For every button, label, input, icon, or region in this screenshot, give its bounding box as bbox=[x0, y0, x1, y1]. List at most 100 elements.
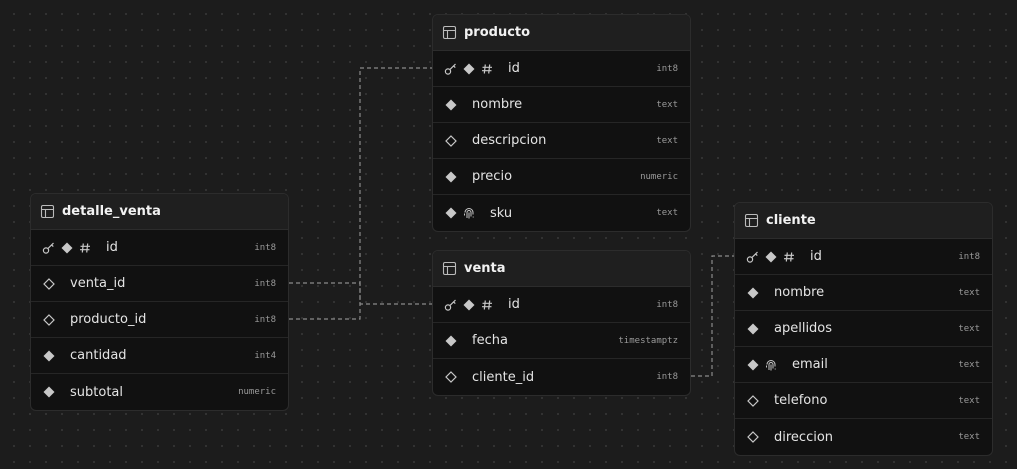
table-header[interactable]: venta bbox=[433, 251, 690, 287]
column-name: nombre bbox=[774, 285, 825, 300]
table-icon bbox=[40, 204, 55, 219]
column-type: int8 bbox=[656, 63, 678, 74]
column-icons bbox=[444, 98, 462, 112]
column-icons bbox=[746, 358, 782, 372]
key-icon bbox=[746, 250, 760, 264]
column-icons bbox=[444, 170, 462, 184]
relation-producto-id-link bbox=[289, 67, 432, 320]
table-header[interactable]: producto bbox=[433, 15, 690, 51]
fingerprint-icon bbox=[462, 206, 476, 220]
outline-diamond-icon bbox=[444, 134, 458, 148]
column-type: int8 bbox=[254, 242, 276, 253]
filled-diamond-icon bbox=[746, 322, 760, 336]
table-header[interactable]: cliente bbox=[735, 203, 992, 239]
column-row-nombre[interactable]: nombre text bbox=[433, 87, 690, 123]
column-row-nombre[interactable]: nombre text bbox=[735, 275, 992, 311]
hash-icon bbox=[782, 250, 796, 264]
filled-diamond-icon bbox=[746, 358, 760, 372]
outline-diamond-icon bbox=[42, 313, 56, 327]
column-icons bbox=[444, 134, 462, 148]
filled-diamond-icon bbox=[42, 385, 56, 399]
filled-diamond-icon bbox=[42, 349, 56, 363]
column-type: text bbox=[958, 287, 980, 298]
column-type: text bbox=[958, 323, 980, 334]
column-icons bbox=[42, 277, 60, 291]
outline-diamond-icon bbox=[746, 394, 760, 408]
column-type: int8 bbox=[656, 299, 678, 310]
key-icon bbox=[444, 298, 458, 312]
table-header[interactable]: detalle_venta bbox=[31, 194, 288, 230]
filled-diamond-icon bbox=[444, 206, 458, 220]
column-icons bbox=[746, 322, 764, 336]
column-icons bbox=[444, 62, 498, 76]
column-name: telefono bbox=[774, 393, 828, 408]
column-row-id[interactable]: id int8 bbox=[433, 287, 690, 323]
column-type: text bbox=[656, 208, 678, 218]
column-icons bbox=[444, 298, 498, 312]
key-icon bbox=[444, 62, 458, 76]
column-type: text bbox=[656, 135, 678, 146]
column-type: numeric bbox=[238, 387, 276, 397]
filled-diamond-icon bbox=[462, 298, 476, 312]
filled-diamond-icon bbox=[60, 241, 74, 255]
column-icons bbox=[42, 349, 60, 363]
column-row-direccion[interactable]: direccion text bbox=[735, 419, 992, 455]
column-type: int8 bbox=[254, 314, 276, 325]
column-row-descripcion[interactable]: descripcion text bbox=[433, 123, 690, 159]
column-icons bbox=[746, 430, 764, 444]
column-row-subtotal[interactable]: subtotal numeric bbox=[31, 374, 288, 410]
column-type: int4 bbox=[254, 350, 276, 361]
column-name: direccion bbox=[774, 429, 834, 445]
table-name: venta bbox=[464, 261, 506, 276]
column-name: id bbox=[508, 297, 520, 312]
column-icons bbox=[444, 206, 480, 220]
outline-diamond-icon bbox=[42, 277, 56, 291]
column-row-sku[interactable]: sku text bbox=[433, 195, 690, 231]
column-type: int8 bbox=[254, 278, 276, 289]
column-name: id bbox=[810, 249, 822, 264]
column-row-id[interactable]: id int8 bbox=[31, 230, 288, 266]
column-row-telefono[interactable]: telefono text bbox=[735, 383, 992, 419]
column-name: id bbox=[106, 240, 118, 255]
column-name: email bbox=[792, 357, 828, 372]
filled-diamond-icon bbox=[462, 62, 476, 76]
hash-icon bbox=[480, 298, 494, 312]
column-name: nombre bbox=[472, 97, 523, 112]
table-name: producto bbox=[464, 25, 531, 40]
column-type: timestamptz bbox=[618, 335, 678, 346]
column-icons bbox=[746, 286, 764, 300]
column-icons bbox=[444, 370, 462, 384]
column-name: descripcion bbox=[472, 133, 547, 148]
column-row-cantidad[interactable]: cantidad int4 bbox=[31, 338, 288, 374]
outline-diamond-icon bbox=[746, 430, 760, 444]
column-name: sku bbox=[490, 205, 513, 221]
table-icon bbox=[442, 261, 457, 276]
table-name: cliente bbox=[766, 213, 816, 228]
column-icons bbox=[42, 385, 60, 399]
column-icons bbox=[746, 394, 764, 408]
fingerprint-icon bbox=[764, 358, 778, 372]
column-type: text bbox=[958, 432, 980, 442]
column-name: precio bbox=[472, 169, 513, 184]
table-icon bbox=[744, 213, 759, 228]
column-type: text bbox=[958, 395, 980, 406]
column-row-venta-id[interactable]: venta_id int8 bbox=[31, 266, 288, 302]
column-type: text bbox=[656, 99, 678, 110]
column-name: venta_id bbox=[70, 276, 126, 291]
column-name: cantidad bbox=[70, 348, 127, 363]
column-name: subtotal bbox=[70, 384, 123, 400]
filled-diamond-icon bbox=[444, 98, 458, 112]
column-name: cliente_id bbox=[472, 369, 535, 385]
